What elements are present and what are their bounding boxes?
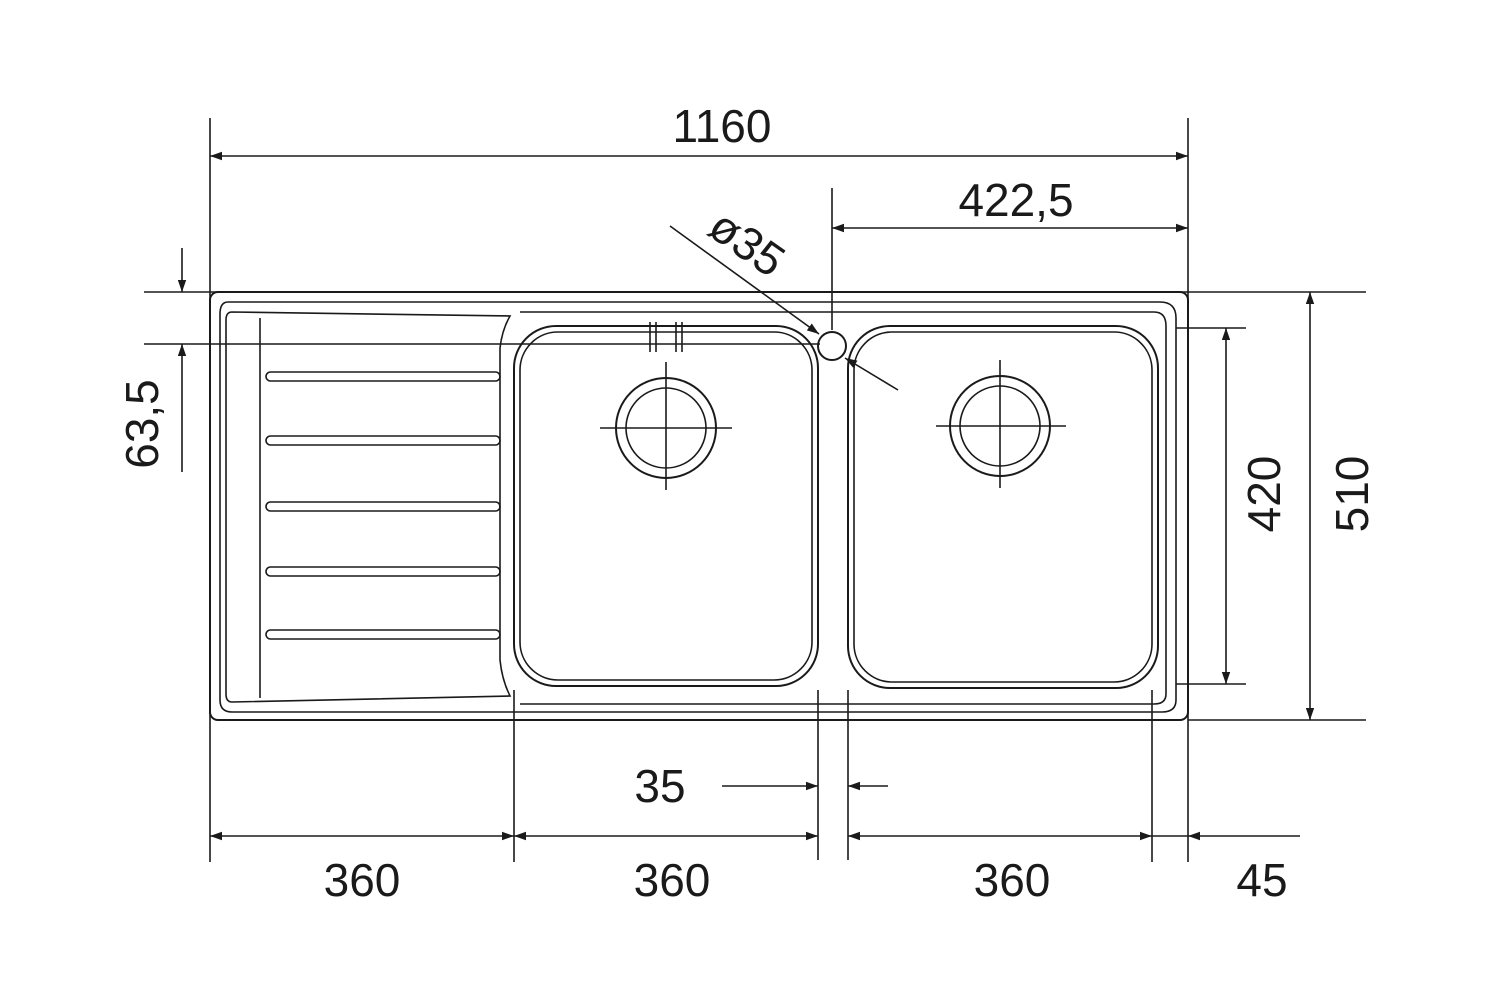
dimension-lines xyxy=(177,151,1315,841)
label-overall-width: 1160 xyxy=(673,100,772,152)
left-drain-icon xyxy=(600,362,732,490)
label-right-edge: 45 xyxy=(1236,854,1287,906)
extension-lines xyxy=(144,118,1366,862)
drainer-rib xyxy=(265,629,501,640)
drainer-rib xyxy=(265,435,501,446)
label-bowl-gap: 35 xyxy=(634,760,685,812)
drainer-ribs xyxy=(265,371,501,640)
dim-line-tap-hole-leader xyxy=(669,225,820,335)
label-drainer-width: 360 xyxy=(324,854,401,906)
overflow-slots xyxy=(649,322,683,352)
label-left-bowl-width: 360 xyxy=(634,854,711,906)
drainer-outline xyxy=(225,311,512,703)
right-bowl xyxy=(847,325,1159,689)
dimension-labels: 1160 422,5 ø35 63,5 420 510 35 360 360 3… xyxy=(116,100,1378,906)
left-bowl-outer xyxy=(513,325,819,687)
left-bowl-inner xyxy=(519,331,813,681)
label-right-bowl-width: 360 xyxy=(974,854,1051,906)
drainer-area xyxy=(225,311,512,703)
drainer-rib xyxy=(265,371,501,382)
label-tap-hole-diameter: ø35 xyxy=(700,199,795,287)
inner-rim-2 xyxy=(520,311,1167,705)
right-drain-icon xyxy=(936,360,1066,488)
label-right-bowl-offset: 422,5 xyxy=(958,174,1073,226)
outer-rim xyxy=(209,291,1189,721)
inner-rim xyxy=(219,301,1177,713)
label-rim-height: 63,5 xyxy=(116,379,168,469)
sink-outline xyxy=(209,291,1189,721)
left-bowl xyxy=(513,322,819,687)
tap-hole-icon xyxy=(817,331,847,361)
right-bowl-outer xyxy=(847,325,1159,689)
dim-line-tap-hole-leader-2 xyxy=(844,357,899,391)
label-overall-depth: 510 xyxy=(1326,456,1378,533)
drainer-rib xyxy=(265,566,501,577)
right-bowl-inner xyxy=(853,331,1153,683)
label-inner-depth: 420 xyxy=(1238,456,1290,533)
drainer-rib xyxy=(265,501,501,512)
